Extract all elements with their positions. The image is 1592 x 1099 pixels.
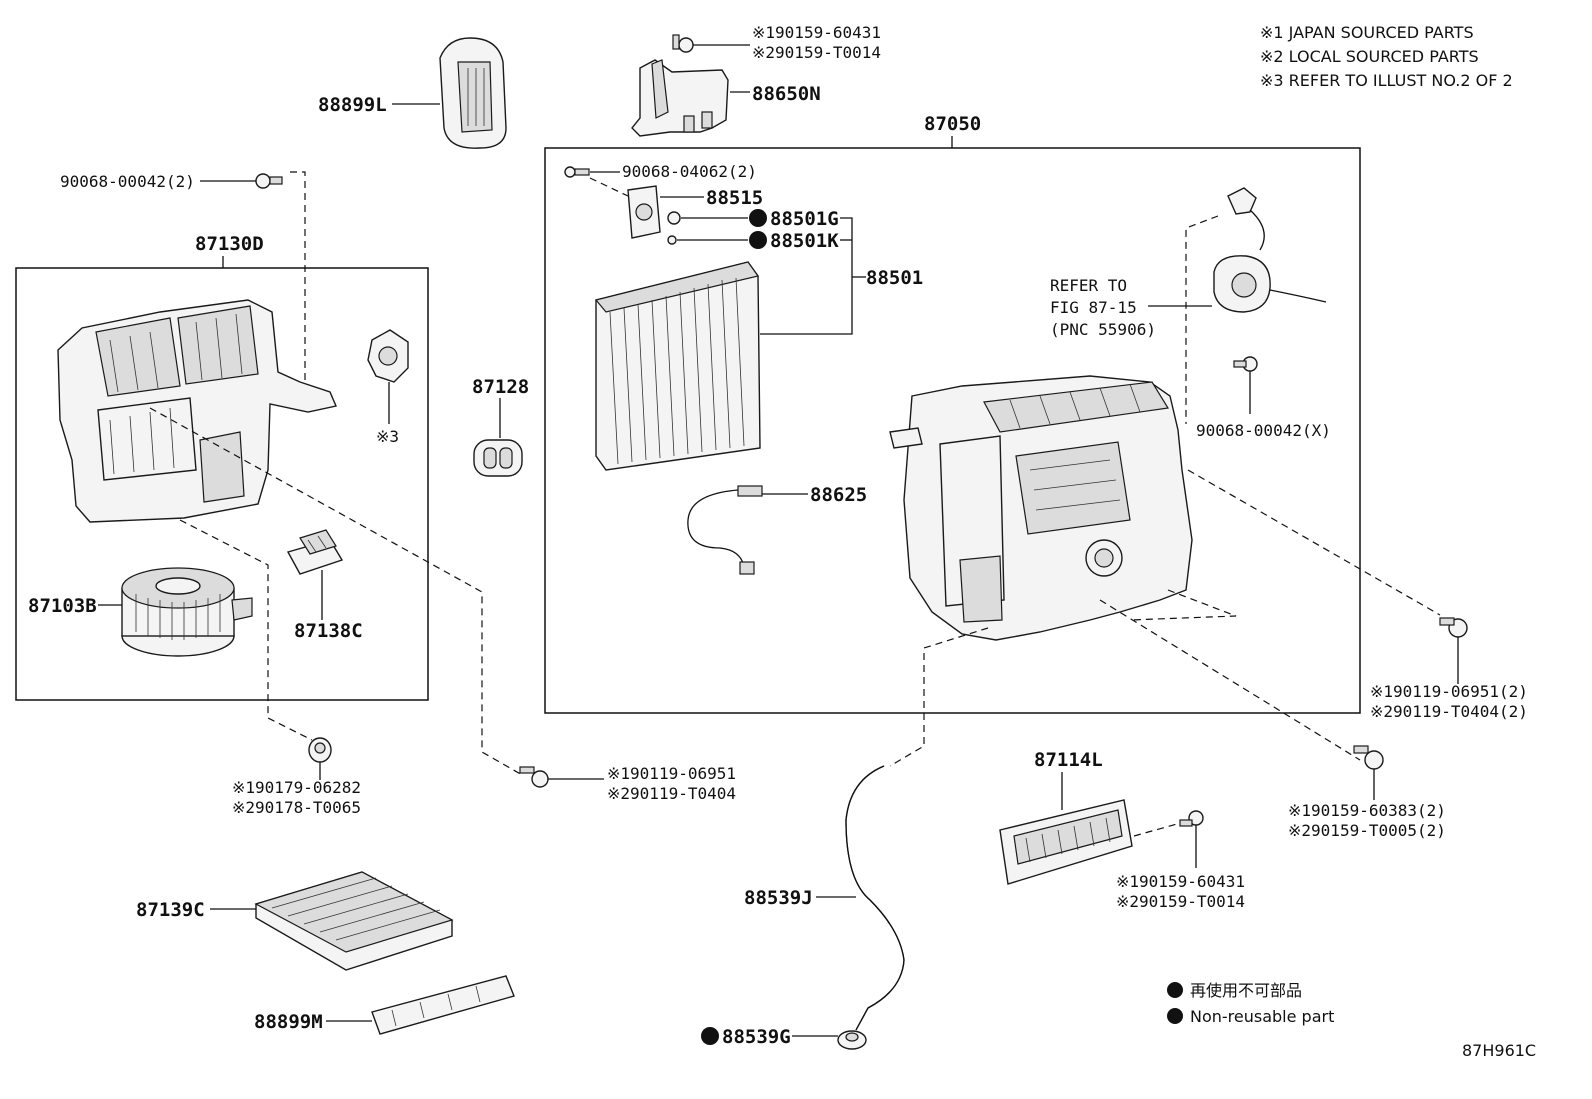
label-refer-to: REFER TO xyxy=(1050,276,1127,295)
label-90068-04062-2: 90068-04062(2) xyxy=(622,162,757,181)
label-87130D: 87130D xyxy=(195,233,264,255)
label-right-bolt-local: ※290119-T0404(2) xyxy=(1370,702,1528,721)
label-refer-pnc: (PNC 55906) xyxy=(1050,320,1156,339)
label-note3: ※3 xyxy=(376,427,399,446)
label-88501K: 88501K xyxy=(770,230,839,252)
label-88539J: 88539J xyxy=(744,887,813,909)
gasket-87128[interactable] xyxy=(473,439,523,477)
clip-190179-06282[interactable] xyxy=(308,737,332,763)
diagram-code: 87H961C xyxy=(1462,1041,1536,1060)
label-90068-00042-2: 90068-00042(2) xyxy=(60,172,195,191)
label-mid-bolt-local: ※290119-T0404 xyxy=(607,784,736,803)
label-right-bolt-japan: ※190119-06951(2) xyxy=(1370,682,1528,701)
label-87139C: 87139C xyxy=(136,899,205,921)
label-90068-00042-X: 90068-00042(X) xyxy=(1196,421,1331,440)
non-reusable-mark-88501G xyxy=(749,209,767,227)
label-88650N-bolt-japan: ※190159-60431 xyxy=(752,23,881,42)
label-88899L: 88899L xyxy=(318,94,387,116)
label-87114L-bolt-local: ※290159-T0014 xyxy=(1116,892,1245,911)
bracket-88650N[interactable] xyxy=(631,59,729,137)
label-lower-bolt-japan: ※190159-60383(2) xyxy=(1288,801,1446,820)
thermistor-88625[interactable] xyxy=(687,485,763,575)
label-88501: 88501 xyxy=(866,267,923,289)
cover-88899M[interactable] xyxy=(371,975,515,1035)
bolt-90068-04062-2[interactable] xyxy=(564,166,590,178)
hvac-unit-housing[interactable] xyxy=(889,375,1193,641)
label-87050: 87050 xyxy=(924,113,981,135)
bolt-mid-190119-06951[interactable] xyxy=(519,766,549,788)
blower-assembly-box xyxy=(15,267,429,701)
sensor-harness-55906[interactable] xyxy=(1213,187,1327,313)
legend-note-refer: ※3 REFER TO ILLUST NO.2 OF 2 xyxy=(1260,71,1513,90)
non-reusable-legend-dot-jp xyxy=(1167,982,1183,998)
knob-88899L[interactable] xyxy=(439,37,507,149)
label-87114L-bolt-japan: ※190159-60431 xyxy=(1116,872,1245,891)
label-87114L: 87114L xyxy=(1034,749,1103,771)
label-88650N-bolt-local: ※290159-T0014 xyxy=(752,43,881,62)
bolt-right-190119-06951[interactable] xyxy=(1439,617,1468,638)
blower-case-87130D[interactable] xyxy=(57,299,337,523)
label-mid-bolt-japan: ※190119-06951 xyxy=(607,764,736,783)
label-88899M: 88899M xyxy=(254,1011,323,1033)
label-87138C: 87138C xyxy=(294,620,363,642)
label-87103B: 87103B xyxy=(28,595,97,617)
resistor-87138C[interactable] xyxy=(286,529,344,575)
damper-motor-note3[interactable] xyxy=(367,329,409,383)
label-clip-local: ※290178-T0065 xyxy=(232,798,361,817)
non-reusable-mark-88501K xyxy=(749,231,767,249)
label-88539G: 88539G xyxy=(722,1026,791,1048)
grommet-88539G[interactable] xyxy=(837,1030,867,1050)
label-88515: 88515 xyxy=(706,187,763,209)
legend-note-japan: ※1 JAPAN SOURCED PARTS xyxy=(1260,23,1474,42)
label-lower-bolt-local: ※290159-T0005(2) xyxy=(1288,821,1446,840)
bolt-87114L[interactable] xyxy=(1179,810,1204,827)
expansion-valve-88515[interactable] xyxy=(627,185,661,239)
label-clip-japan: ※190179-06282 xyxy=(232,778,361,797)
label-refer-fig: FIG 87-15 xyxy=(1050,298,1137,317)
bolt-88650N[interactable] xyxy=(672,34,694,53)
legend-note-local: ※2 LOCAL SOURCED PARTS xyxy=(1260,47,1479,66)
drain-hose-88539J[interactable] xyxy=(845,765,905,1031)
bolt-90068-00042-2[interactable] xyxy=(255,173,283,189)
bolt-lower-190159-60383[interactable] xyxy=(1353,745,1384,770)
blower-motor-87103B[interactable] xyxy=(121,567,253,657)
evaporator-88501[interactable] xyxy=(594,261,761,471)
label-88650N: 88650N xyxy=(752,83,821,105)
non-reusable-legend-jp: 再使用不可部品 xyxy=(1190,981,1302,1000)
filter-87139C[interactable] xyxy=(254,871,454,971)
non-reusable-legend-en: Non-reusable part xyxy=(1190,1007,1334,1026)
o-ring-88501K[interactable] xyxy=(667,235,677,245)
label-88501G: 88501G xyxy=(770,208,839,230)
label-88625: 88625 xyxy=(810,484,867,506)
non-reusable-mark-88539G xyxy=(701,1027,719,1045)
heater-core-87114L[interactable] xyxy=(999,799,1133,885)
bolt-90068-00042-X[interactable] xyxy=(1233,356,1258,372)
non-reusable-legend-dot-en xyxy=(1167,1008,1183,1024)
o-ring-88501G[interactable] xyxy=(667,211,681,225)
label-87128: 87128 xyxy=(472,376,529,398)
